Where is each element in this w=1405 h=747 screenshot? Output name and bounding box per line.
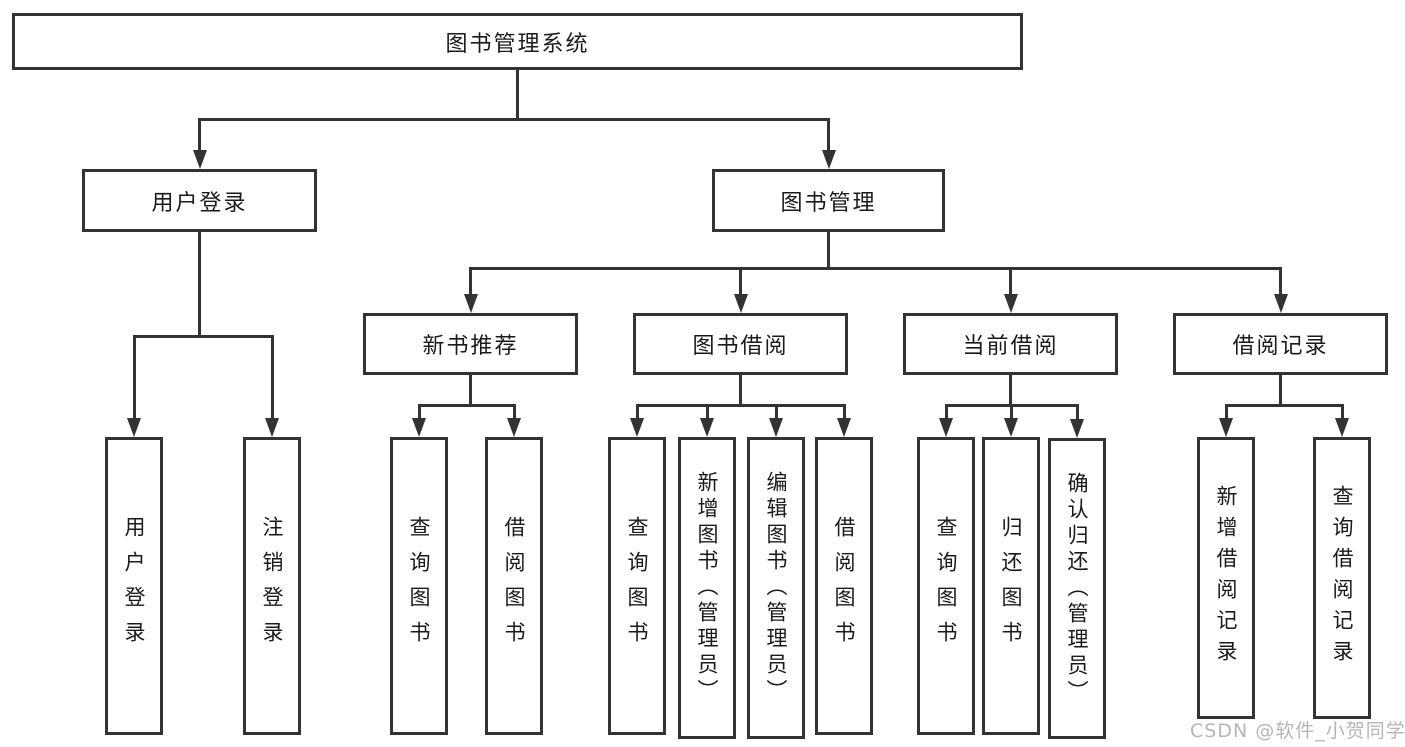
node-logout-leaf: 注销登录	[243, 437, 301, 735]
node-current-borrow: 当前借阅	[903, 313, 1118, 375]
edge-line	[512, 405, 516, 423]
edge-line	[469, 268, 472, 299]
node-query-book-2: 查询图书	[608, 437, 666, 735]
edge-line	[469, 266, 1282, 270]
edge-line	[842, 405, 846, 423]
edge-line	[1279, 375, 1282, 405]
edge-line	[417, 405, 421, 423]
node-add-book-admin: 新增图书（管理员）	[678, 437, 736, 739]
edge-line	[198, 232, 201, 336]
arrow-down-icon	[265, 418, 279, 437]
edge-line	[827, 119, 830, 155]
node-borrow-book-2: 借阅图书	[815, 437, 873, 735]
edge-line	[417, 403, 516, 407]
node-book-borrow: 图书借阅	[633, 313, 848, 375]
edge-line	[1009, 405, 1013, 423]
arrow-down-icon	[837, 418, 851, 437]
edge-line	[132, 336, 136, 423]
node-new-book-recommend: 新书推荐	[363, 313, 578, 375]
node-return-book: 归还图书	[982, 437, 1040, 735]
edge-line	[198, 119, 201, 155]
arrow-down-icon	[507, 418, 521, 437]
edge-line	[270, 336, 274, 423]
arrow-down-icon	[1070, 419, 1084, 438]
arrow-down-icon	[412, 418, 426, 437]
edge-line	[739, 375, 742, 405]
arrow-down-icon	[192, 150, 207, 169]
arrow-down-icon	[1003, 294, 1018, 313]
node-user-login: 用户登录	[82, 169, 317, 232]
node-query-book-3: 查询图书	[917, 437, 975, 735]
edge-line	[705, 405, 709, 423]
node-borrow-record: 借阅记录	[1173, 313, 1388, 375]
node-add-borrow-record: 新增借阅记录	[1197, 437, 1255, 719]
arrow-down-icon	[1004, 418, 1018, 437]
edge-line	[635, 405, 639, 423]
edge-line	[1224, 405, 1228, 423]
edge-line	[1340, 405, 1344, 423]
arrow-down-icon	[463, 294, 478, 313]
arrow-down-icon	[1219, 418, 1233, 437]
edge-line	[132, 334, 274, 338]
arrow-down-icon	[700, 418, 714, 437]
edge-line	[1009, 268, 1012, 299]
node-query-book-1: 查询图书	[390, 437, 448, 735]
edge-line	[774, 405, 778, 423]
arrow-down-icon	[630, 418, 644, 437]
node-edit-book-admin: 编辑图书（管理员）	[747, 437, 805, 739]
edge-line	[635, 403, 846, 407]
edge-line	[739, 268, 742, 299]
edge-line	[1009, 375, 1012, 405]
edge-line	[827, 232, 830, 268]
node-root: 图书管理系统	[12, 13, 1023, 70]
edge-line	[1224, 403, 1344, 407]
node-user-login-leaf: 用户登录	[105, 437, 163, 735]
csdn-watermark: CSDN @软件_小贺同学	[1190, 720, 1405, 742]
node-confirm-return-admin: 确认归还（管理员）	[1048, 438, 1106, 739]
node-query-borrow-record: 查询借阅记录	[1313, 437, 1371, 719]
arrow-down-icon	[127, 418, 141, 437]
arrow-down-icon	[821, 150, 836, 169]
edge-line	[469, 375, 472, 405]
edge-line	[1279, 268, 1282, 299]
edge-line	[198, 117, 830, 121]
arrow-down-icon	[769, 418, 783, 437]
arrow-down-icon	[733, 294, 748, 313]
arrow-down-icon	[1335, 418, 1349, 437]
arrow-down-icon	[1273, 294, 1288, 313]
edge-line	[944, 405, 948, 423]
edge-line	[1075, 405, 1079, 424]
node-book-management: 图书管理	[712, 169, 945, 232]
arrow-down-icon	[939, 418, 953, 437]
node-borrow-book-1: 借阅图书	[485, 437, 543, 735]
edge-line	[516, 70, 519, 119]
